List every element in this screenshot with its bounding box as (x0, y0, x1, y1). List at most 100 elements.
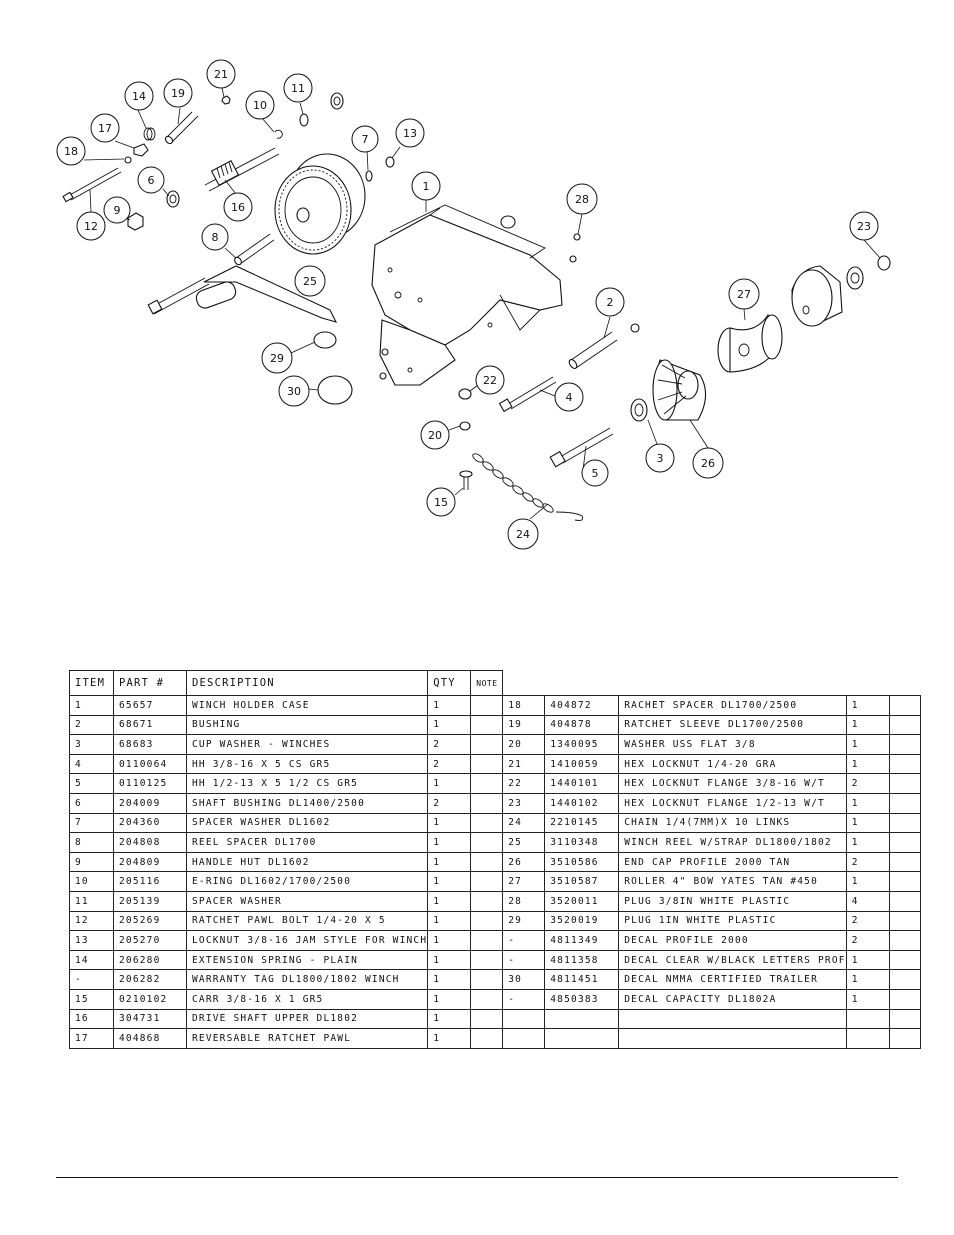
part-11-washer (299, 113, 309, 127)
balloon-21: 21 (206, 59, 236, 89)
svg-text:14: 14 (132, 90, 146, 103)
left-qty-cell: 1 (427, 1008, 472, 1030)
left-qty-cell: 1 (427, 890, 472, 912)
left-note-cell (470, 871, 504, 892)
right-qty-cell: 1 (845, 832, 890, 853)
part-17-pawl (133, 143, 149, 157)
right-part-number-cell: 3520011 (544, 890, 620, 912)
part-10-ering (274, 129, 283, 139)
right-item-cell: 18 (502, 695, 546, 716)
svg-text:25: 25 (303, 275, 317, 288)
right-item-cell: 29 (502, 910, 546, 932)
left-part-number-cell: 206280 (113, 949, 187, 971)
right-item-cell: 19 (502, 714, 546, 736)
part-12-bolt (62, 167, 122, 203)
right-description-cell: DECAL NMMA CERTIFIED TRAILER (618, 969, 847, 990)
right-item-cell: 22 (502, 773, 546, 794)
right-part-number-cell: 1440101 (544, 773, 620, 794)
svg-text:24: 24 (516, 528, 530, 541)
right-item-cell: 24 (502, 812, 546, 834)
left-part-number-cell: 204009 (113, 792, 187, 814)
svg-text:13: 13 (403, 127, 417, 140)
part-22-locknut (458, 388, 472, 400)
left-part-number-cell: 404868 (113, 1028, 187, 1049)
part-end-cap-right (791, 265, 843, 327)
left-qty-cell: 2 (427, 753, 472, 775)
left-part-number-cell: 205269 (113, 910, 187, 932)
balloon-16: 16 (223, 192, 253, 222)
part-16-drive-shaft (204, 147, 280, 192)
left-part-number-cell: 0210102 (113, 988, 187, 1010)
left-item-cell: 17 (69, 1028, 114, 1049)
right-description-cell: PLUG 3/8IN WHITE PLASTIC (618, 890, 847, 912)
balloon-20: 20 (420, 420, 450, 450)
part-3-cup-washer (630, 398, 648, 422)
left-part-number-cell: 68683 (113, 734, 187, 755)
left-qty-cell: 1 (427, 930, 472, 951)
right-description-cell: CHAIN 1/4(7MM)X 10 LINKS (618, 812, 847, 834)
left-description-cell: SPACER WASHER DL1602 (185, 812, 429, 834)
part-8-reel-spacer (234, 233, 275, 266)
svg-text:30: 30 (287, 385, 301, 398)
svg-text:2: 2 (607, 296, 614, 309)
left-qty-cell: 2 (427, 792, 472, 814)
part-13-locknut (385, 156, 395, 168)
balloon-15: 15 (426, 487, 456, 517)
left-qty-cell: 1 (427, 812, 472, 834)
svg-text:7: 7 (362, 133, 369, 146)
svg-text:8: 8 (212, 231, 219, 244)
part-24-chain (472, 453, 584, 521)
right-description-cell: RACHET SPACER DL1700/2500 (618, 695, 847, 716)
right-description-cell (618, 1028, 847, 1049)
left-note-cell (470, 988, 504, 1010)
part-20-washer (459, 421, 471, 431)
right-note-cell (888, 949, 921, 971)
right-part-number-cell: 3520019 (544, 910, 620, 932)
left-part-number-cell: 0110064 (113, 753, 187, 775)
left-item-cell: 11 (69, 890, 114, 912)
right-part-number-cell: 3510587 (544, 871, 620, 892)
right-qty-cell: 2 (845, 930, 890, 951)
right-item-cell: 25 (502, 832, 546, 853)
right-item-cell: 28 (502, 890, 546, 912)
right-item-cell: - (502, 988, 546, 1010)
balloon-27: 27 (728, 278, 760, 310)
svg-text:29: 29 (270, 352, 284, 365)
right-part-number-cell: 1440102 (544, 792, 620, 814)
part-14-spring (143, 127, 156, 141)
header-item: ITEM (69, 670, 114, 696)
left-item-cell: 9 (69, 851, 114, 873)
right-qty-cell (845, 1028, 890, 1049)
right-description-cell: DECAL CAPACITY DL1802A (618, 988, 847, 1010)
left-part-number-cell: 205270 (113, 930, 187, 951)
left-item-cell: 15 (69, 988, 114, 1010)
right-qty-cell: 1 (845, 969, 890, 990)
left-note-cell (470, 832, 504, 853)
right-description-cell: ROLLER 4" BOW YATES TAN #450 (618, 871, 847, 892)
left-note-cell (470, 949, 504, 971)
left-item-cell: - (69, 969, 114, 990)
svg-text:6: 6 (148, 174, 155, 187)
part-bushing-top (330, 92, 344, 110)
balloon-23: 23 (849, 211, 879, 241)
right-description-cell: WASHER USS FLAT 3/8 (618, 734, 847, 755)
balloon-29: 29 (261, 342, 293, 374)
right-note-cell (888, 695, 921, 716)
svg-text:15: 15 (434, 496, 448, 509)
left-part-number-cell: 204360 (113, 812, 187, 834)
right-note-cell (888, 988, 921, 1010)
right-part-number-cell: 1340095 (544, 734, 620, 755)
right-qty-cell: 2 (845, 773, 890, 794)
header-note: NOTE (470, 670, 504, 696)
right-qty-cell: 1 (845, 949, 890, 971)
part-21-locknut (221, 95, 231, 105)
left-qty-cell: 1 (427, 969, 472, 990)
right-qty-cell: 2 (845, 851, 890, 873)
svg-text:18: 18 (64, 145, 78, 158)
